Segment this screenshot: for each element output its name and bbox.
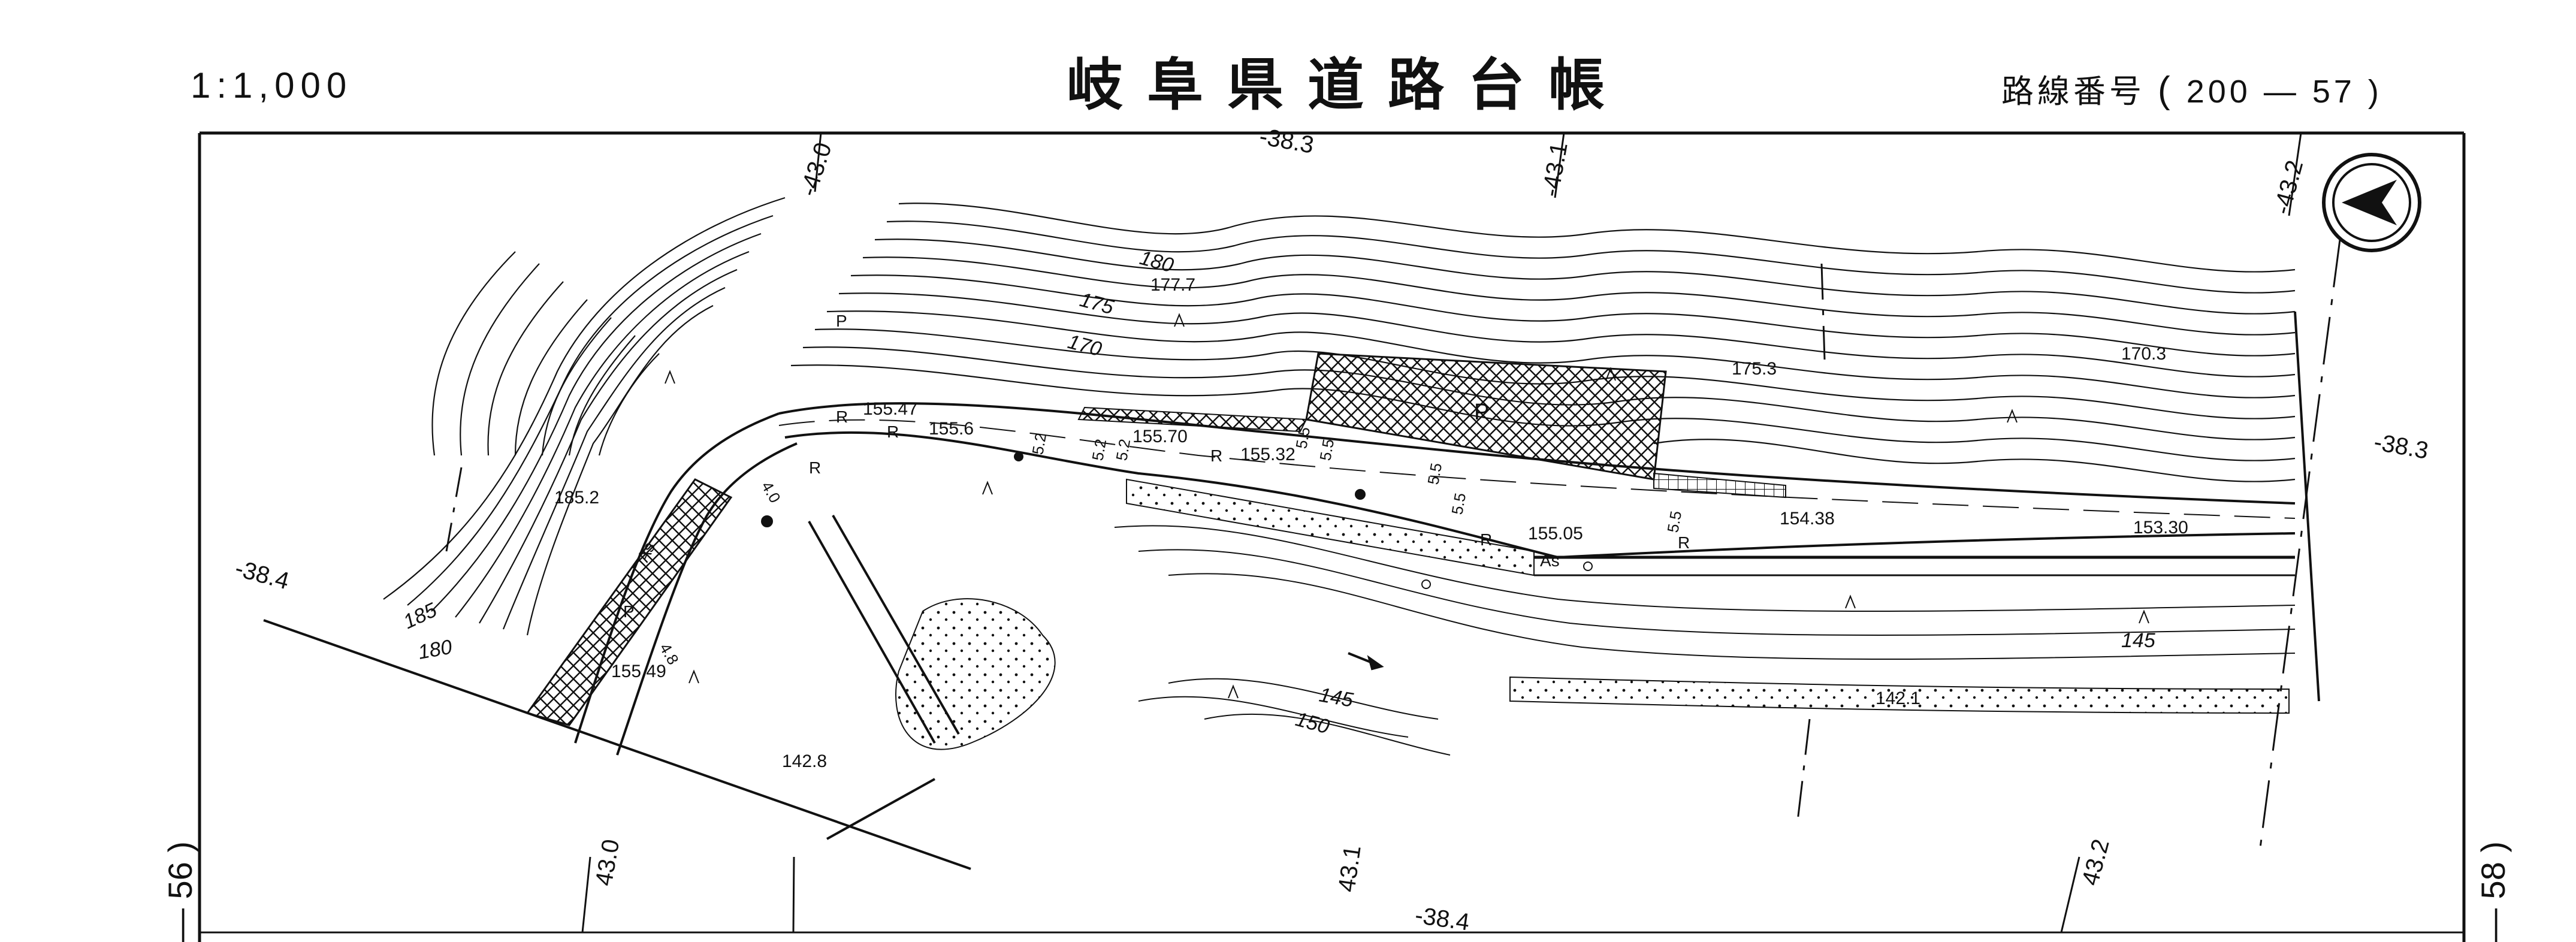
map-frame <box>198 131 2466 942</box>
spot-height: 142.8 <box>782 751 827 771</box>
map-symbols <box>665 313 2149 699</box>
grid-label-v431-bottom: 43.1 <box>1333 844 1366 893</box>
contour-label: 180 <box>416 636 454 664</box>
grid-index-lines <box>445 132 2341 933</box>
scale-label: 1:1,000 <box>191 65 353 105</box>
contour-label: 180 <box>1137 246 1176 277</box>
route-dash: — <box>2263 74 2300 110</box>
road-mark: P <box>1474 400 1489 425</box>
flow-arrow-icon <box>1348 652 1384 671</box>
contour-label: 185 <box>400 599 440 633</box>
contour-label: 170 <box>1065 330 1104 361</box>
slope-lines-south <box>1114 525 2296 756</box>
grid-label-v430-top: -43.0 <box>795 139 837 199</box>
route-number-label: 路線番号 ( 200 — 57 ) <box>2001 65 2382 112</box>
grid-label-bottom: -38.4 <box>1414 902 1471 935</box>
contour-label: 150 <box>1293 708 1332 738</box>
spot-height: 185.2 <box>554 488 599 508</box>
retaining-walls <box>526 352 1786 726</box>
width-label: 5.2 <box>1112 437 1134 462</box>
width-label: 5.5 <box>1292 425 1313 450</box>
spot-height: 142.1 <box>1876 689 1920 708</box>
width-label: 5.5 <box>1448 491 1469 516</box>
grid-label-left: -38.4 <box>232 555 292 594</box>
river-bank <box>895 478 2290 750</box>
contour-label: 145 <box>2121 629 2155 652</box>
route-close-paren: ) <box>2367 74 2382 110</box>
spot-height: 177.7 <box>1150 275 1195 295</box>
spot-height: 155.32 <box>1240 445 1295 464</box>
road-mark: P <box>836 312 847 330</box>
road-mark: As <box>1540 551 1560 570</box>
spot-height: 155.6 <box>929 419 974 439</box>
route-open-paren: ( <box>2158 70 2174 111</box>
road-mark: R <box>809 458 821 477</box>
spot-height: 170.3 <box>2121 344 2166 364</box>
width-label: 5.2 <box>1088 437 1110 462</box>
map-title: 岐阜県道路台帳 <box>1067 53 1629 116</box>
road-mark: R <box>836 407 848 426</box>
spot-height: 175.3 <box>1732 359 1777 379</box>
grid-label-right: -38.3 <box>2372 429 2430 464</box>
grid-label-v432-top: -43.2 <box>2269 158 2308 217</box>
road-mark: R <box>887 422 899 441</box>
contour-label: 145 <box>1318 683 1355 711</box>
grid-label-v432-bottom: 43.2 <box>2077 837 2115 889</box>
route-label-text: 路線番号 <box>2001 74 2145 110</box>
width-label: 4.0 <box>758 478 784 506</box>
spot-height: 154.38 <box>1780 509 1835 529</box>
road-west-segment <box>574 412 798 756</box>
road-marks: R R R R R R As As P P P <box>623 312 1690 621</box>
spot-height: 155.70 <box>1133 427 1188 446</box>
spot-height: 153.30 <box>2133 518 2188 538</box>
route-sheet-number: 57 <box>2312 74 2355 110</box>
width-label: 5.5 <box>1316 437 1337 462</box>
road-mark: R <box>1480 530 1492 549</box>
spot-height: 155.47 <box>863 399 918 419</box>
width-label: 5.5 <box>1424 461 1445 486</box>
road-mark: R <box>1210 446 1222 465</box>
spot-heights: 177.7 175.3 170.3 185.2 155.47 155.6 155… <box>554 275 2188 771</box>
road-mark: P <box>623 602 635 621</box>
map-boundary-lines <box>263 311 2320 870</box>
contour-lines-west <box>383 197 786 636</box>
road-mark: R <box>1678 533 1690 552</box>
north-arrow-icon <box>2322 153 2421 252</box>
spot-height: 155.05 <box>1528 524 1583 544</box>
spot-height: 155.49 <box>611 662 666 681</box>
route-number: 200 <box>2186 74 2251 110</box>
width-label: 5.5 <box>1663 509 1685 534</box>
bridge <box>808 515 960 744</box>
grid-label-v430-bottom: 43.0 <box>591 837 625 887</box>
grid-label-v431-top: -43.1 <box>1538 140 1573 198</box>
grid-label-top: -38.3 <box>1257 123 1315 159</box>
road-alignment <box>778 402 2296 576</box>
width-label: 5.2 <box>1028 431 1050 456</box>
